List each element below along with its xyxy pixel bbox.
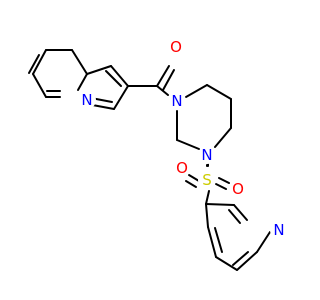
oxygen-sulfonyl-right-label: O <box>229 180 247 198</box>
atom-labels: O N N N S O O N <box>78 38 288 239</box>
molecule-diagram: O N N N S O O N <box>28 38 288 271</box>
atom-symbol: O <box>232 180 244 198</box>
bond <box>256 231 271 253</box>
bond <box>205 190 210 205</box>
bond <box>32 73 47 98</box>
nitrogen-pyridine-label: N <box>270 221 288 239</box>
bond <box>32 49 47 75</box>
bond <box>176 139 200 150</box>
bond <box>77 73 88 91</box>
bond <box>156 65 170 87</box>
oxygen-sulfonyl-left-label: O <box>173 159 191 177</box>
bond <box>162 69 175 91</box>
bond <box>113 85 129 110</box>
bond-lines <box>28 49 271 271</box>
bond <box>185 180 197 188</box>
atom-symbol: O <box>170 38 182 56</box>
nitrogen-piperazine-amide-label: N <box>168 92 186 110</box>
bond <box>205 203 235 206</box>
bond <box>86 65 112 75</box>
bond <box>218 177 230 184</box>
bond <box>236 251 258 271</box>
atom-symbol: N <box>273 221 284 239</box>
bond <box>105 70 122 87</box>
bond <box>233 204 248 221</box>
bond <box>232 251 249 266</box>
atom-symbol: N <box>171 92 182 110</box>
bond <box>156 85 169 96</box>
bond <box>228 209 241 224</box>
bond <box>185 84 208 98</box>
sulfur-label: S <box>198 171 216 189</box>
atom-symbol: O <box>176 159 188 177</box>
bond <box>215 183 227 190</box>
bond <box>110 65 129 87</box>
bond <box>214 127 232 148</box>
bond <box>215 256 238 271</box>
bond <box>206 84 232 100</box>
bond <box>207 226 217 258</box>
bond <box>214 227 223 253</box>
atom-symbol: S <box>202 171 212 189</box>
nitrogen-indolizine-label: N <box>78 91 96 109</box>
oxygen-carbonyl-label: O <box>167 38 185 56</box>
atom-symbol: N <box>81 91 92 109</box>
nitrogen-piperazine-sulfonyl-label: N <box>198 146 216 164</box>
bond <box>188 174 200 182</box>
bond <box>205 203 209 228</box>
bond <box>71 49 88 75</box>
bond <box>28 54 40 74</box>
atom-symbol: N <box>201 146 212 164</box>
